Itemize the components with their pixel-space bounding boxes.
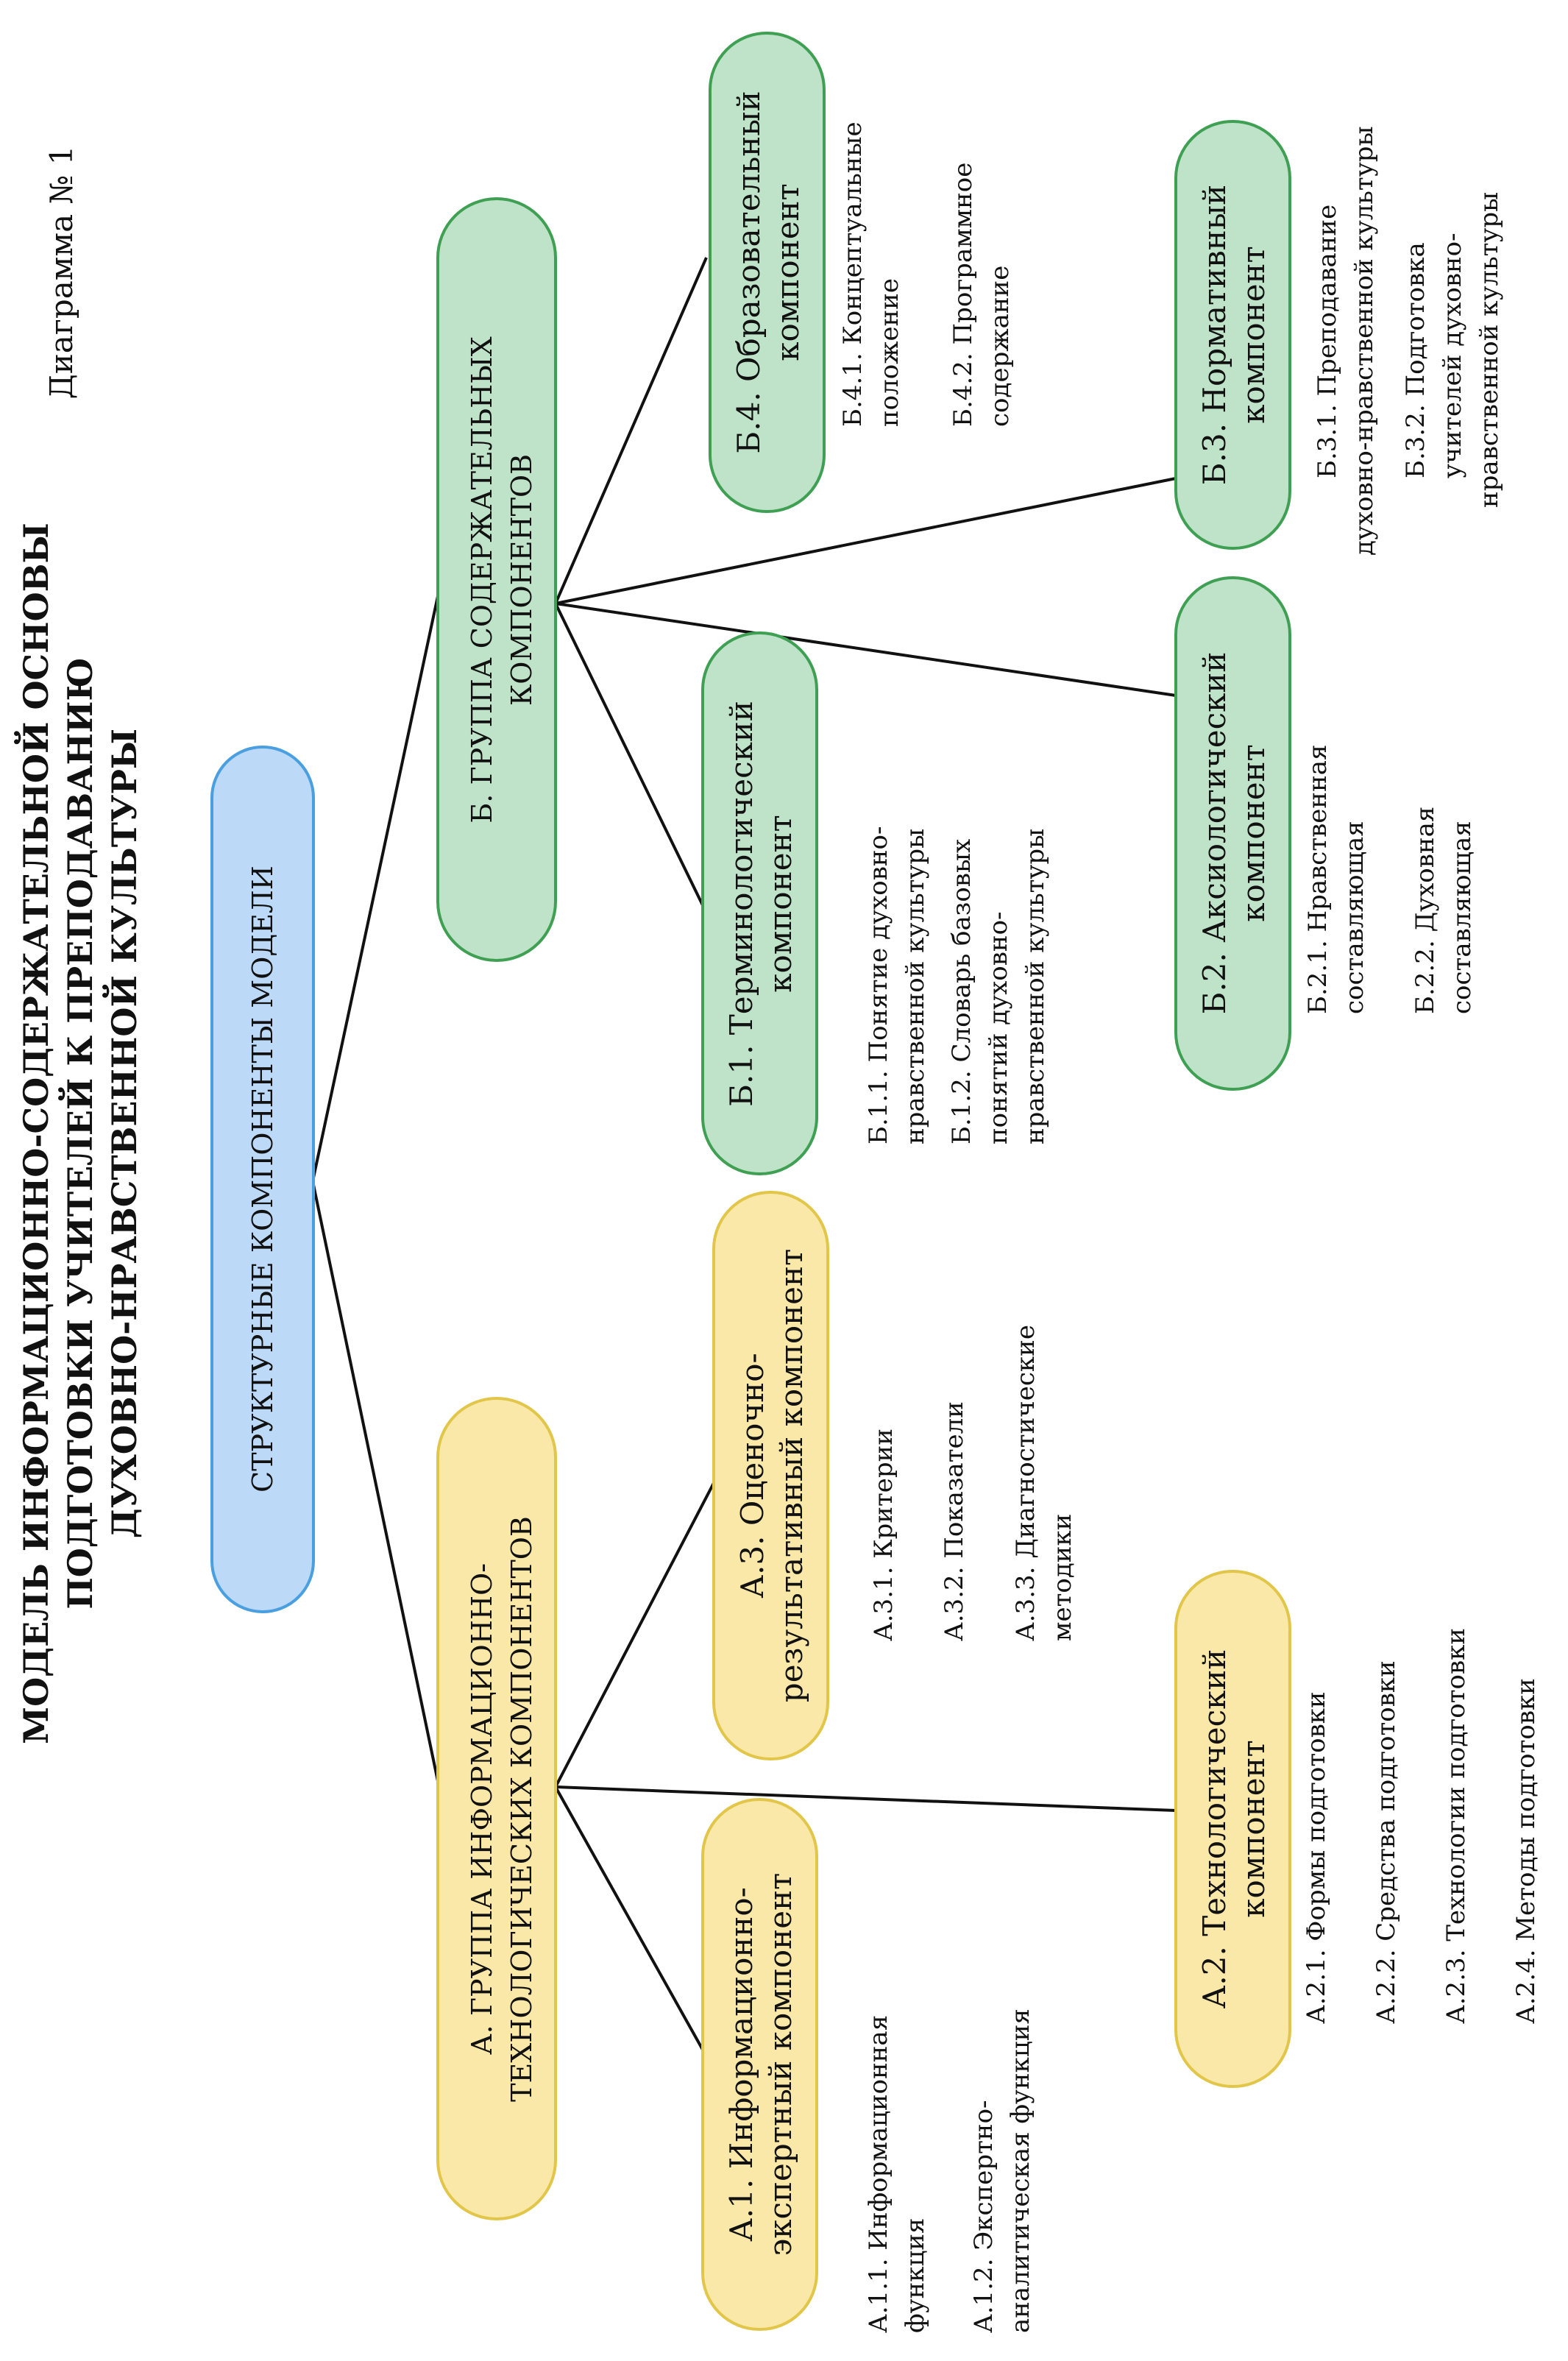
a3-item-2: А.3.2. Показатели [940,1401,969,1641]
b2-label-line-2: компонент [1235,744,1271,922]
group-b-label-line-1: Б. ГРУППА СОДЕРЖАТЕЛЬНЫХ [466,336,498,823]
group-a-node: А. ГРУППА ИНФОРМАЦИОННО- ТЕХНОЛОГИЧЕСКИХ… [436,1397,557,2220]
b4-pill [710,33,824,512]
a1-item-1-line-2: функция [901,2217,930,2333]
component-a1: А.1. Информационно- экспертный компонент… [701,1798,1035,2333]
root-node: СТРУКТУРНЫЕ КОМПОНЕНТЫ МОДЕЛИ [210,746,315,1613]
a1-label-line-1: А.1. Информационно- [723,1887,759,2242]
a2-item-1: А.2.1. Формы подготовки [1302,1691,1331,2024]
a1-item-2-line-2: аналитическая функция [1006,2008,1035,2333]
b4-label-line-1: Б.4. Образовательный [731,91,767,453]
a1-label-line-2: экспертный компонент [762,1873,798,2256]
b2-pill-border [1174,576,1291,1091]
connector-group-b-b1 [554,603,704,906]
b2-pill [1176,578,1290,1089]
a2-item-2: А.2.2. Средства подготовки [1372,1660,1401,2024]
b3-pill-border [1174,120,1291,550]
a1-pill-border [701,1798,818,2331]
group-a-label-line-1: А. ГРУППА ИНФОРМАЦИОННО- [466,1563,498,2055]
group-a-label-line-2: ТЕХНОЛОГИЧЕСКИХ КОМПОНЕНТОВ [505,1516,538,2102]
b4-item-1-line-1: Б.4.1. Концептуальные [838,121,868,427]
connector-group-b-b4 [554,257,708,604]
group-a-pill-border [436,1397,557,2220]
root-pill-border [210,746,315,1613]
b2-item-2-line-2: составляющая [1447,821,1477,1014]
b1-pill [703,633,817,1174]
b3-item-2-line-3: нравственной культуры [1475,192,1504,508]
component-b1: Б.1. Терминологический компонент Б.1.1. … [701,631,1050,1175]
a3-item-3-line-2: методики [1048,1514,1077,1641]
a2-pill-border [1174,1570,1291,2088]
b1-item-2-line-3: нравственной культуры [1021,829,1050,1144]
b1-pill-border [701,631,818,1175]
a1-item-2-line-1: А.1.2. Экспертно- [969,2100,998,2333]
a2-item-4: А.2.4. Методы подготовки [1511,1678,1541,2024]
group-a-pill [438,1398,556,2219]
b2-item-1-line-2: составляющая [1340,821,1369,1014]
a3-label-line-1: А.3. Оценочно- [734,1353,770,1598]
component-b3: Б.3. Нормативный компонент Б.3.1. Препод… [1174,120,1504,556]
a3-pill [714,1192,828,1759]
connectors [311,257,1177,2050]
b1-label-line-2: компонент [762,815,798,993]
title-line-3: ДУХОВНО-НРАВСТВЕННОЙ КУЛЬТУРЫ [102,729,144,1538]
a3-item-3-line-1: А.3.3. Диагностические [1011,1325,1040,1641]
connector-root-group-a [311,1180,439,1782]
group-b-label-line-2: КОМПОНЕНТОВ [505,454,538,706]
root-pill [212,747,313,1612]
b3-label-line-1: Б.3. Нормативный [1196,185,1232,485]
group-b-node: Б. ГРУППА СОДЕРЖАТЕЛЬНЫХ КОМПОНЕНТОВ [436,197,557,962]
b3-item-2-line-2: учителей духовно- [1438,233,1467,478]
b4-item-2-line-2: содержание [985,266,1015,427]
b2-item-2-line-1: Б.2.2. Духовная [1411,807,1440,1014]
b4-pill-border [709,32,826,513]
b3-item-2-line-1: Б.3.2. Подготовка [1401,242,1430,478]
a2-item-3: А.2.3. Технологии подготовки [1441,1628,1471,2024]
component-b4: Б.4. Образовательный компонент Б.4.1. Ко… [709,32,1015,513]
b1-item-2-line-2: понятий духовно- [984,911,1013,1144]
connector-group-a-a2 [555,1785,1177,1812]
b1-item-1-line-2: нравственной культуры [901,829,930,1144]
a3-pill-border [712,1191,829,1760]
b3-pill [1176,121,1290,548]
b1-item-1-line-1: Б.1.1. Понятие духовно- [864,826,893,1144]
connector-group-a-a1 [554,1786,704,2050]
connector-group-b-b3 [555,477,1177,605]
component-a3: А.3. Оценочно- результативный компонент … [712,1191,1077,1760]
b4-item-2-line-1: Б.4.2. Программное [948,163,978,427]
a1-pill [703,1799,817,2329]
component-a2: А.2. Технологический компонент А.2.1. Фо… [1174,1570,1541,2088]
a2-label-line-2: компонент [1235,1740,1271,1918]
diagram-caption: Диаграмма № 1 [43,146,79,400]
a3-item-1: А.3.1. Критерии [869,1429,898,1641]
diagram-title: МОДЕЛЬ ИНФОРМАЦИОННО-СОДЕРЖАТЕЛЬНОЙ ОСНО… [13,523,144,1744]
b2-item-1-line-1: Б.2.1. Нравственная [1303,745,1333,1014]
b3-item-1-line-2: духовно-нравственной культуры [1349,126,1379,556]
b2-label-line-1: Б.2. Аксиологический [1196,652,1232,1015]
a3-label-line-2: результативный компонент [773,1249,809,1702]
b4-item-1-line-2: положение [875,278,904,427]
b1-label-line-1: Б.1. Терминологический [723,701,759,1107]
component-b2: Б.2. Аксиологический компонент Б.2.1. Нр… [1174,576,1477,1091]
b1-item-2-line-1: Б.1.2. Словарь базовых [947,839,976,1144]
a2-pill [1176,1571,1290,2086]
title-line-2: ПОДГОТОВКИ УЧИТЕЛЕЙ К ПРЕПОДАВАНИЮ [57,657,100,1609]
b4-label-line-2: компонент [770,183,806,361]
group-b-pill [438,199,556,960]
connector-group-a-a3 [554,1482,715,1788]
title-line-1: МОДЕЛЬ ИНФОРМАЦИОННО-СОДЕРЖАТЕЛЬНОЙ ОСНО… [13,523,56,1744]
a2-label-line-1: А.2. Технологический [1196,1649,1232,2009]
connector-root-group-b [311,595,439,1182]
group-b-pill-border [436,197,557,962]
b3-item-1-line-1: Б.3.1. Преподавание [1313,205,1342,478]
root-label: СТРУКТУРНЫЕ КОМПОНЕНТЫ МОДЕЛИ [246,866,279,1493]
connector-group-b-b2 [555,602,1177,697]
b3-label-line-2: компонент [1235,246,1271,424]
a1-item-1-line-1: А.1.1. Информационная [864,2015,893,2333]
